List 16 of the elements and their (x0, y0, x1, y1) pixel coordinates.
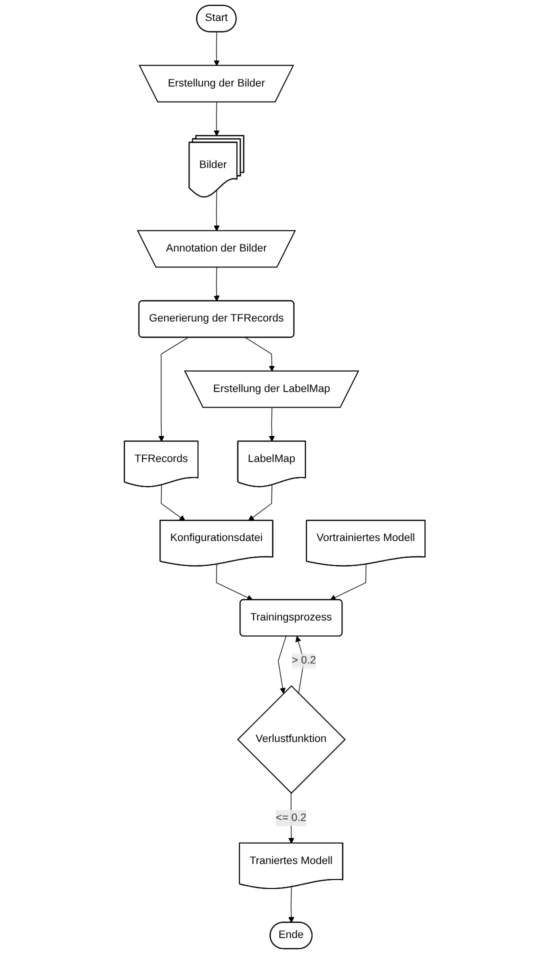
arrow (216, 564, 253, 600)
arrow (288, 886, 294, 923)
arrow (278, 636, 286, 694)
arrow (213, 190, 220, 232)
arrow (244, 337, 275, 372)
edge-label: > 0.2 (292, 654, 316, 666)
arrow (158, 337, 188, 442)
arrow (213, 32, 220, 66)
arrow (160, 484, 186, 521)
arrow (213, 267, 220, 302)
node-diamond: Verlustfunktion (236, 685, 346, 794)
arrow (268, 407, 275, 442)
edge-label: <= 0.2 (276, 812, 306, 824)
arrow (330, 564, 366, 600)
arrow (248, 484, 272, 521)
arrow (213, 102, 220, 136)
